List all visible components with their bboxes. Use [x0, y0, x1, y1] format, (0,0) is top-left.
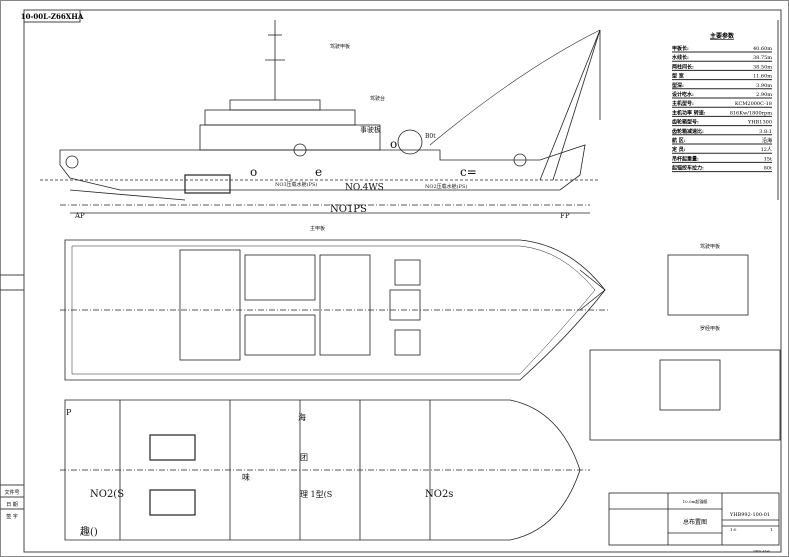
scale: 1:0 [730, 527, 737, 532]
margin-label: 文件号 [4, 489, 19, 496]
label: NO.4WS [345, 183, 384, 193]
param-value: 3.90m [756, 83, 772, 89]
label: NO2(S [90, 489, 124, 500]
param-value: 11.60m [753, 74, 772, 80]
param-label: 齿轮箱减速比: [672, 128, 704, 135]
label: c= [460, 165, 477, 179]
param-label: 型深: [672, 82, 684, 89]
profile-view [40, 20, 601, 214]
label: o [390, 137, 397, 151]
param-label: 主机型号: [672, 100, 694, 107]
param-value: YHB1300 [747, 120, 772, 126]
project-name: 10.0m起锚艇 [683, 498, 708, 504]
param-value: 2.90m [756, 92, 772, 98]
label: e [315, 165, 322, 179]
label: 罗经甲板 [700, 325, 720, 332]
param-label: 设计吃水: [672, 91, 694, 98]
param-value: 12人 [761, 147, 772, 153]
param-label: 水线长: [671, 54, 689, 61]
label: 驾驶甲板 [330, 43, 350, 50]
label: o [250, 165, 257, 179]
label: 团 [300, 453, 308, 462]
param-value: 40.60m [753, 46, 772, 52]
label: 理 1型(S [300, 490, 332, 499]
drawing-number: YHB992-100-01 [729, 512, 770, 518]
label: P [66, 408, 72, 417]
label: 海 [298, 412, 306, 422]
note: DWG A3ab [753, 549, 770, 553]
profile-labels: 驾驶甲板 驾驶台 事驶板 B0t AP FP NO1PS NO.4WS NO3压… [74, 43, 570, 232]
label: NO3压载水舱(PS) [275, 181, 317, 188]
param-label: 齿轮箱型号: [672, 119, 699, 126]
param-value: 15t [764, 156, 772, 162]
param-value: 38.75m [753, 55, 772, 61]
param-value: 沿海 [762, 137, 772, 144]
param-label: 两柱间长: [672, 63, 694, 70]
param-value: KCM2000C-18 [735, 101, 772, 107]
drawing-title: 总布置图 [683, 518, 707, 526]
drawing-code: 10-00L-Z66XHA [21, 12, 84, 21]
params-title: 主要参数 [710, 32, 735, 40]
sheet: 1 [770, 527, 773, 532]
code-tab [23, 9, 81, 23]
label: FP [560, 212, 570, 220]
margin-label: 日 期 [6, 502, 18, 508]
title-block [608, 492, 780, 546]
main-parameters-table: 主要参数 甲板长: 40.60m 水线长: 38.75m 两柱间长: 38.50m 型 宽 1… [671, 32, 773, 173]
main-deck-plan [60, 239, 610, 381]
label: 味 [242, 472, 250, 482]
inner-border [23, 9, 782, 553]
param-label: 起锚绞车拉力: [671, 165, 704, 172]
param-value: 3.8:1 [759, 129, 772, 135]
label: 主甲板 [310, 225, 325, 232]
param-value: 816Kw/1800rpm [730, 110, 773, 116]
label: B0t [425, 133, 436, 140]
label: NO2s [425, 489, 453, 500]
param-label: 定 员: [671, 146, 686, 153]
label: NO1PS [330, 204, 367, 215]
param-label: 吊杆起重量: [672, 155, 699, 162]
label: AP [74, 212, 85, 220]
hold-plan [60, 399, 590, 541]
param-label: 型 宽 [672, 73, 684, 80]
label: 驾驶甲板 [700, 243, 720, 250]
label: 事驶板 [360, 125, 381, 134]
label: NO2压载水舱(PS) [425, 183, 467, 190]
label: 趣() [80, 525, 98, 538]
param-label: 主机功率 转速: [672, 109, 706, 116]
margin-label: 签 字 [6, 513, 18, 520]
param-value: 80t [764, 166, 772, 172]
wheelhouse-deck-plan [589, 254, 781, 441]
param-label: 航 区: [672, 137, 686, 144]
param-label: 甲板长: [672, 45, 689, 52]
label: 驾驶台 [370, 95, 385, 102]
param-value: 38.50m [753, 64, 772, 70]
